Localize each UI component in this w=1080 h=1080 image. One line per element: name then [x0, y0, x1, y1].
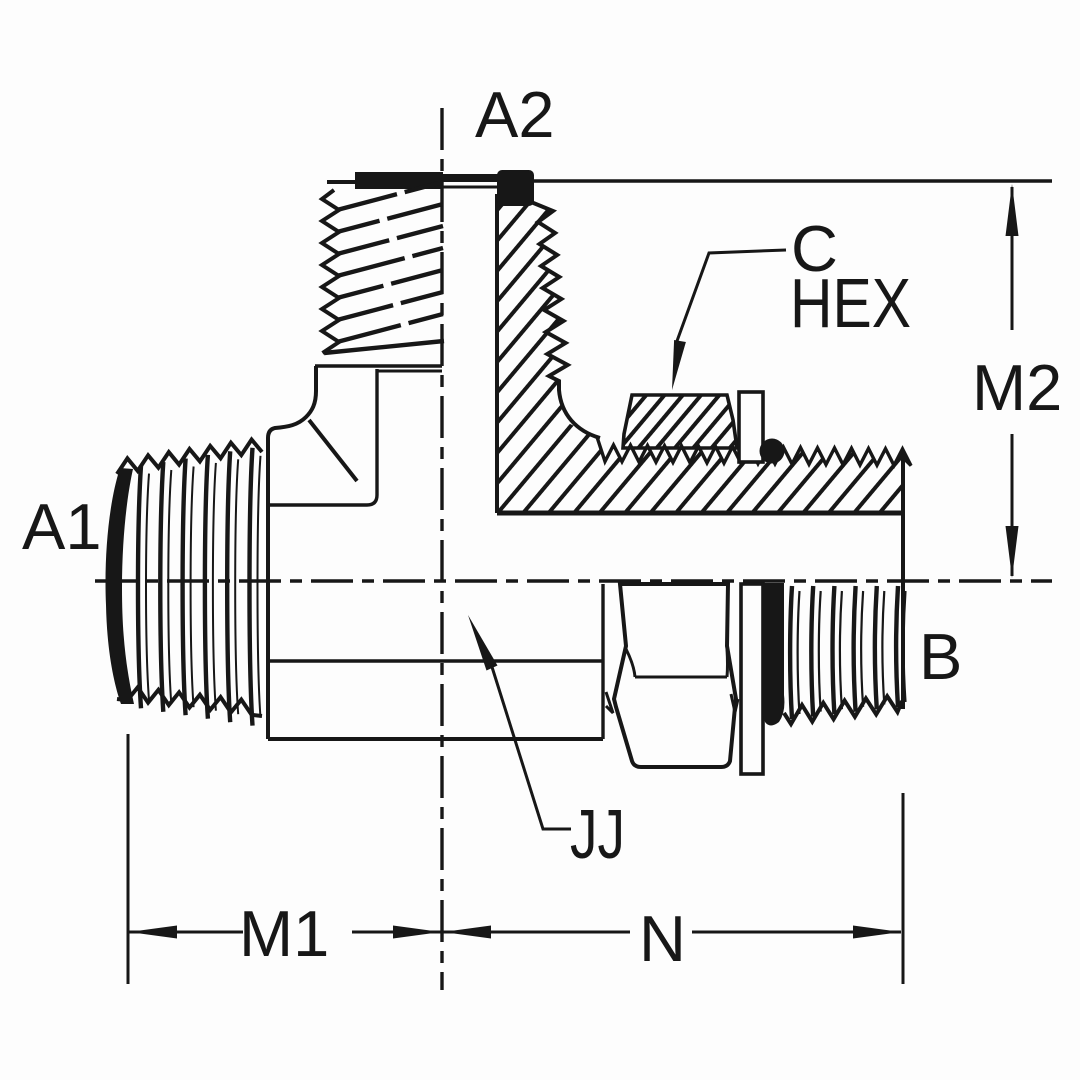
svg-text:A2: A2 [475, 78, 555, 151]
svg-text:JJ: JJ [570, 795, 625, 873]
svg-text:N: N [639, 902, 686, 975]
svg-text:M2: M2 [972, 351, 1062, 424]
svg-text:C: C [791, 212, 838, 285]
svg-text:A1: A1 [22, 490, 102, 563]
svg-text:HEX: HEX [790, 264, 911, 342]
svg-text:M1: M1 [239, 897, 329, 970]
svg-text:B: B [919, 620, 962, 693]
